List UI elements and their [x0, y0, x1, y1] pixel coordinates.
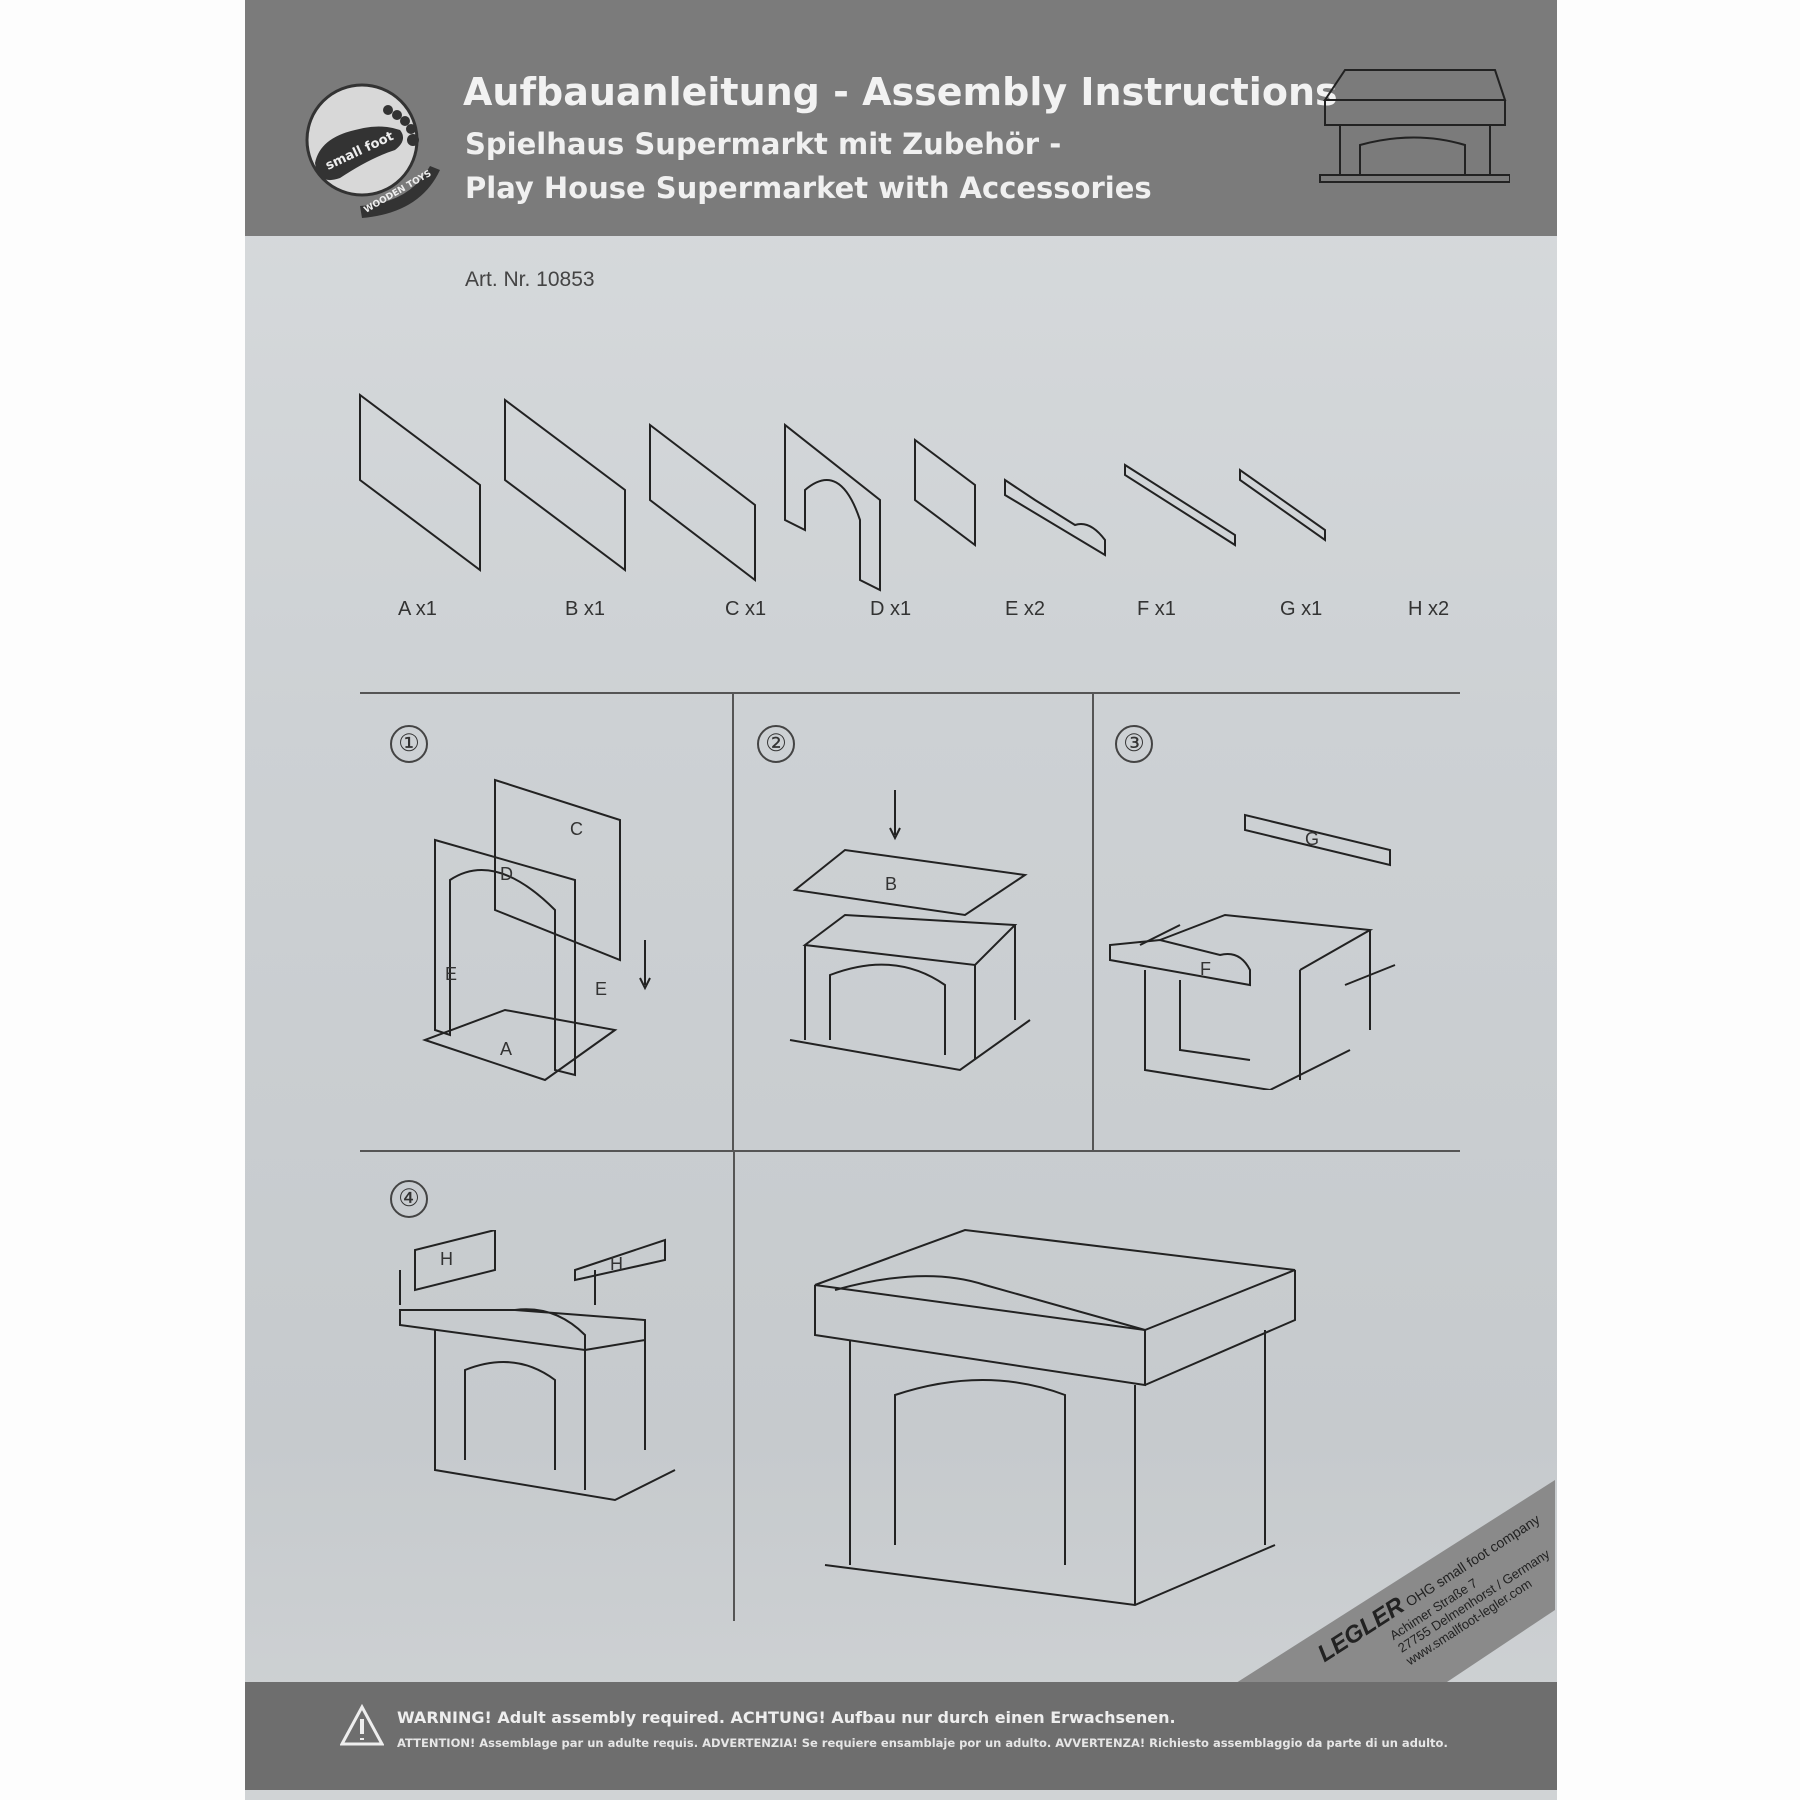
label-c: C — [570, 819, 583, 839]
label-d: D — [500, 864, 513, 884]
subtitle-en: Play House Supermarket with Accessories — [465, 171, 1152, 205]
assembled-product-illustration — [814, 1228, 1296, 1607]
part-label: H x2 — [1408, 598, 1450, 620]
step-2-illustration: B — [789, 790, 1031, 1072]
part-h — [1239, 468, 1326, 542]
instruction-sheet: small foot WOODEN TOYS Aufbauanleitung -… — [245, 0, 1557, 1800]
part-f — [1004, 478, 1106, 557]
part-a — [359, 393, 481, 572]
label-e: E — [595, 979, 607, 999]
divider — [1092, 693, 1094, 1150]
label-b: B — [885, 874, 897, 894]
small-foot-logo: small foot WOODEN TOYS — [305, 83, 440, 218]
part-label: E x2 — [1005, 598, 1046, 620]
part-label: B x1 — [565, 598, 606, 620]
part-label: D x1 — [870, 598, 912, 620]
part-d — [784, 422, 881, 592]
subtitle-de: Spielhaus Supermarkt mit Zubehör - — [465, 127, 1062, 161]
product-title: Spielhaus Supermarkt mit Zubehör - Play … — [465, 122, 1152, 210]
part-label: A x1 — [398, 598, 437, 620]
label-g: G — [1305, 829, 1319, 849]
step-1-number: ① — [390, 725, 428, 763]
warning-icon — [340, 1704, 384, 1746]
header-band: small foot WOODEN TOYS Aufbauanleitung -… — [245, 0, 1557, 236]
warning-text: WARNING! Adult assembly required. ACHTUN… — [397, 1708, 1176, 1727]
article-number: Art. Nr. 10853 — [465, 268, 595, 291]
label-h: H — [440, 1249, 453, 1269]
product-thumbnail — [1319, 69, 1510, 183]
part-e — [914, 438, 976, 547]
warning-footer: WARNING! Adult assembly required. ACHTUN… — [245, 1682, 1557, 1790]
step-3-number: ③ — [1115, 725, 1153, 763]
page-title: Aufbauanleitung - Assembly Instructions — [463, 70, 1338, 114]
label-a: A — [500, 1039, 512, 1059]
label-f: F — [1200, 959, 1211, 979]
warning-text-translations: ATTENTION! Assemblage par un adulte requ… — [397, 1736, 1448, 1750]
part-label: C x1 — [725, 598, 767, 620]
part-b — [504, 398, 626, 572]
divider — [732, 693, 734, 1150]
company-banner — [1225, 1480, 1555, 1690]
divider — [360, 1150, 1460, 1152]
step-2-number: ② — [757, 725, 795, 763]
part-c — [649, 422, 756, 583]
divider — [733, 1151, 735, 1621]
label-e: E — [445, 964, 457, 984]
step-4-illustration: H H — [399, 1230, 676, 1502]
part-label: F x1 — [1137, 598, 1176, 620]
step-4-number: ④ — [390, 1180, 428, 1218]
label-h: H — [610, 1254, 623, 1274]
step-3-illustration: G F — [1109, 813, 1396, 1090]
step-1-illustration: C D E E A — [422, 778, 651, 1082]
part-g — [1124, 463, 1236, 547]
parts-illustrations — [359, 393, 1326, 592]
divider — [360, 692, 1460, 694]
part-label: G x1 — [1280, 598, 1323, 620]
